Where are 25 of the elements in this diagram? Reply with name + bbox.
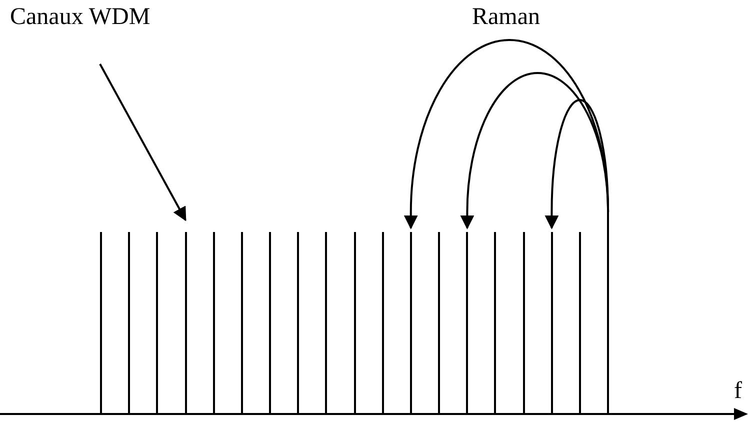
channel-line <box>607 212 610 414</box>
leader-arrow <box>99 64 186 222</box>
channel-line <box>212 232 215 414</box>
channel-line <box>156 232 158 414</box>
channel-line <box>184 232 186 414</box>
channel-line <box>494 232 496 414</box>
channel-line <box>100 232 102 414</box>
channel-line <box>128 232 130 414</box>
axis-label: f <box>734 378 742 404</box>
channel-line <box>382 232 384 414</box>
channel-line <box>269 232 272 414</box>
channel-label: Canaux WDM <box>10 4 150 30</box>
channel-line <box>297 232 300 414</box>
channel-line <box>466 232 468 414</box>
effect-label: Raman <box>472 4 540 30</box>
channel-line <box>354 232 356 414</box>
channel-line <box>522 232 525 414</box>
channel-line <box>578 232 581 414</box>
channel-line <box>240 232 243 414</box>
channel-line <box>410 232 412 414</box>
channel-line <box>325 232 328 414</box>
channel-line <box>438 232 440 414</box>
curved-arrow <box>544 99 610 230</box>
curved-arrow <box>460 72 610 230</box>
channel-line <box>550 232 553 414</box>
